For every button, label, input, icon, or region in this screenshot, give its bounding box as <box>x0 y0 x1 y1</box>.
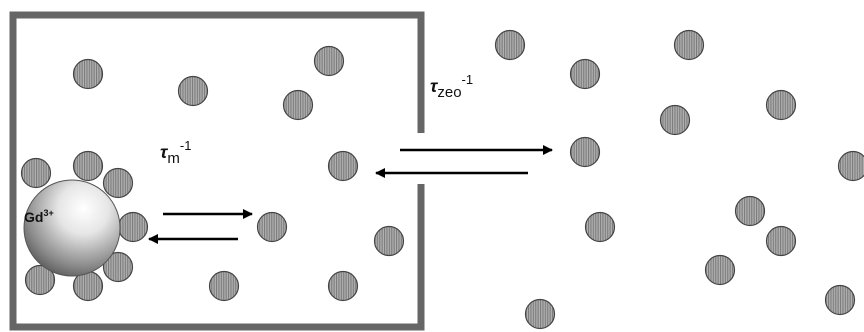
water-molecule <box>569 136 601 168</box>
water-molecule <box>734 195 766 227</box>
water-molecule <box>704 254 736 286</box>
tau-m-label: τm-1 <box>160 138 191 167</box>
gd-ion: Gd3+ <box>23 179 121 277</box>
water-molecule <box>765 89 797 121</box>
water-molecule <box>24 264 56 296</box>
water-molecule <box>584 211 616 243</box>
water-molecule <box>256 211 288 243</box>
water-molecule <box>569 58 601 90</box>
ion-symbol: Gd <box>24 209 43 225</box>
inner-exchange-arrows <box>148 209 253 244</box>
water-molecule <box>765 225 797 257</box>
ion-charge: 3+ <box>43 208 53 218</box>
water-molecule <box>282 89 314 121</box>
water-molecules <box>20 29 864 330</box>
cage-wall <box>9 11 425 331</box>
water-molecule <box>102 251 134 283</box>
water-molecule <box>524 298 556 330</box>
outer-exchange-arrows <box>375 145 553 178</box>
water-molecule <box>673 29 705 61</box>
water-molecule <box>327 150 359 182</box>
water-molecule <box>494 29 526 61</box>
water-molecule <box>824 284 856 316</box>
water-molecule <box>117 211 149 243</box>
water-molecule <box>177 75 209 107</box>
water-molecule <box>72 58 104 90</box>
water-molecule <box>373 225 405 257</box>
water-molecule <box>102 167 134 199</box>
tau-zeo-label: τzeo-1 <box>430 72 473 101</box>
water-molecule <box>837 150 864 182</box>
water-molecule <box>72 150 104 182</box>
water-molecule <box>327 270 359 302</box>
water-molecule <box>20 157 52 189</box>
svg-text:Gd3+: Gd3+ <box>24 208 54 225</box>
water-molecule <box>659 104 691 136</box>
water-molecule <box>208 270 240 302</box>
water-molecule <box>313 45 345 77</box>
